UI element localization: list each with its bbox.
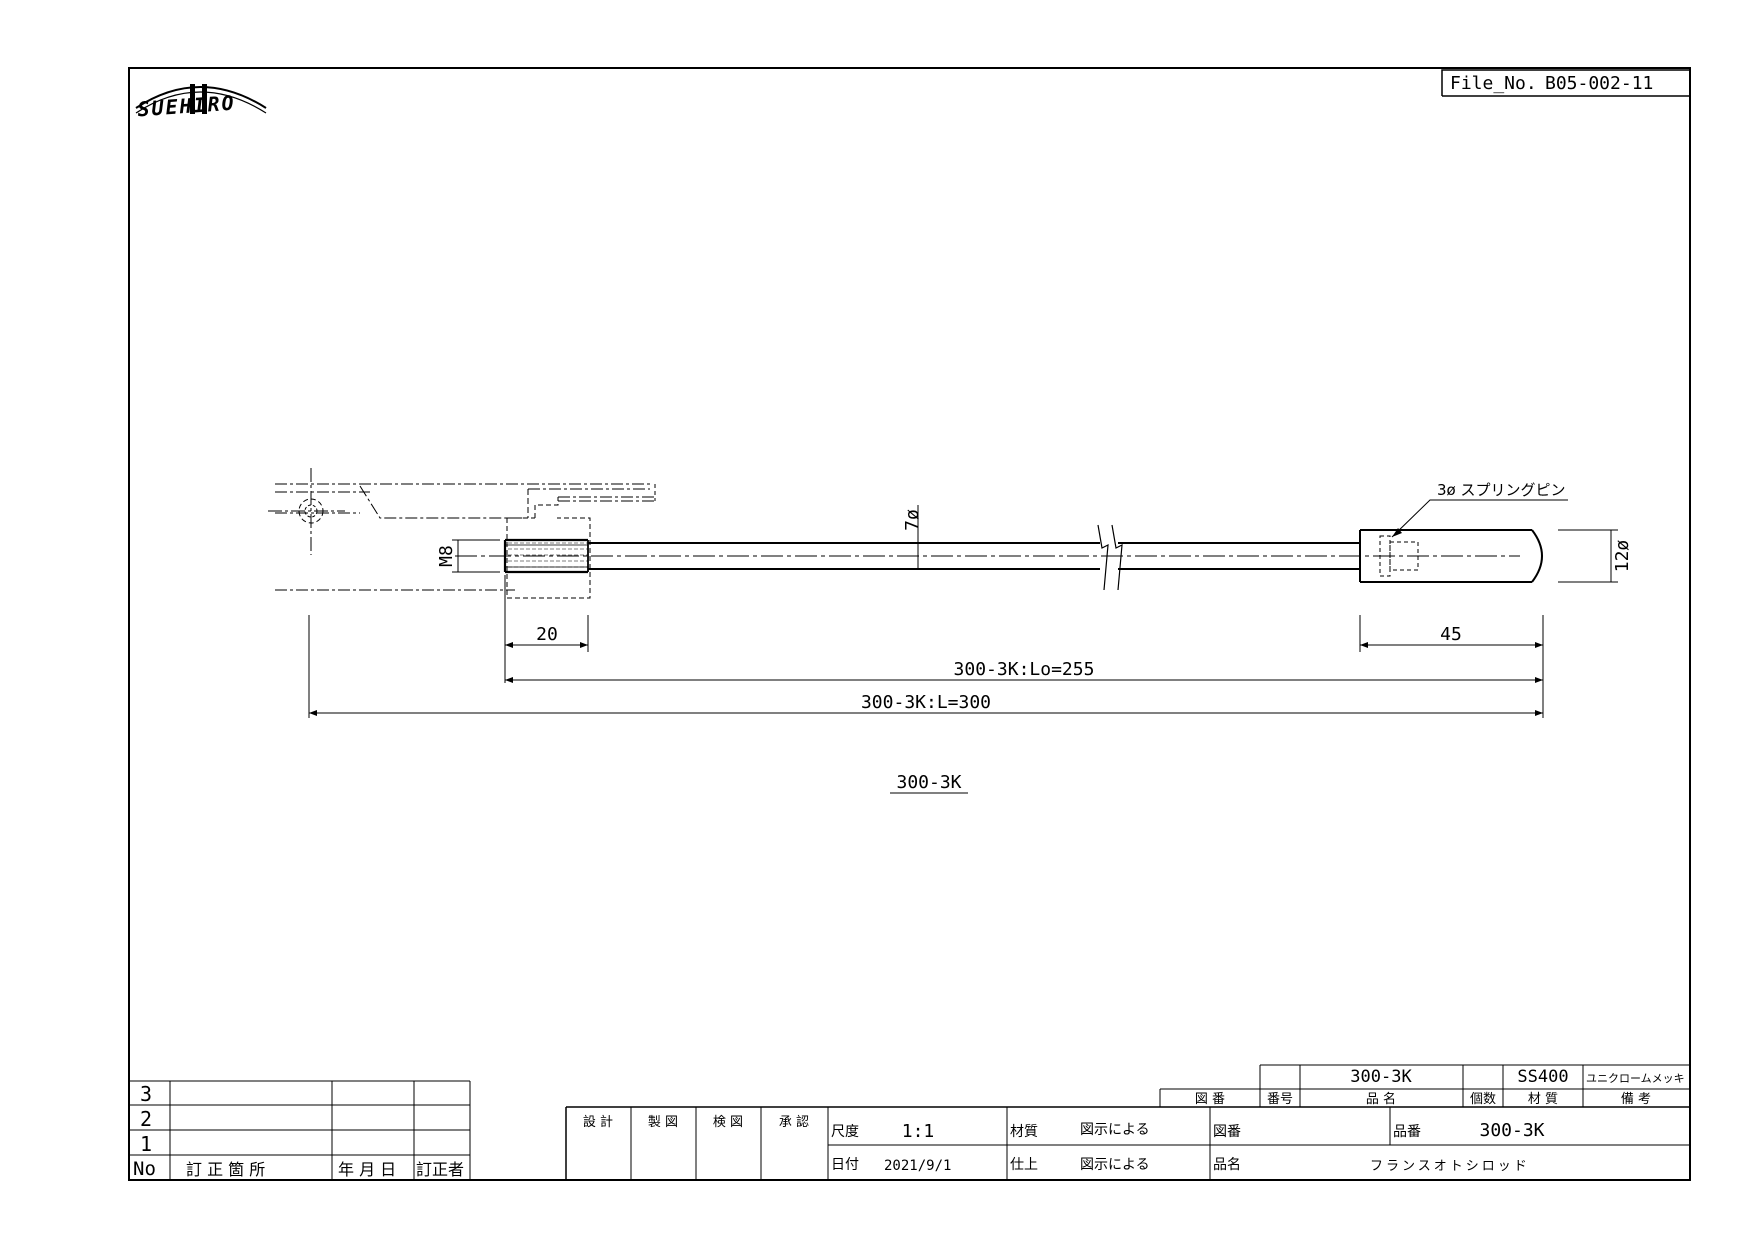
revision-header-place: 訂 正 箇 所 [186,1160,265,1179]
revision-row-2: 2 [140,1107,152,1131]
revision-header-date: 年 月 日 [338,1160,396,1179]
revision-header-reviser: 訂正者 [416,1160,464,1179]
rod-head [1359,529,1543,583]
dimension-lines [308,499,1618,794]
dim-total-length: 300-3K:L=300 [861,692,991,713]
parts-row-part-name: 300-3K [1350,1067,1412,1087]
file-number-box: File_No. B05-002-11 [1441,69,1690,97]
break-symbol [1097,524,1123,591]
item-no-value: 300-3K [1479,1120,1544,1141]
title-block [565,1106,1690,1180]
material-value: 図示による [1080,1122,1150,1138]
date-value: 2021/9/1 [884,1158,951,1174]
dim-spring-pin: 3ø スプリングピン [1437,481,1566,499]
dim-lo-length: 300-3K:Lo=255 [954,659,1095,680]
dimension-arrows [309,528,1543,716]
sign-approve: 承 認 [779,1114,809,1130]
dim-head-diameter: 12ø [1612,540,1633,573]
revision-row-1: 1 [140,1132,152,1156]
name-label: 品名 [1213,1157,1241,1173]
part-drawing [268,468,1618,794]
parts-list [1159,1064,1690,1107]
sheet-border [128,67,1691,1181]
parts-row-remarks: ユニクロームメッキ [1586,1072,1685,1085]
sign-draft: 製 図 [648,1115,678,1130]
revision-table [129,1080,471,1180]
file-no-value: B05-002-11 [1545,73,1653,94]
dim-thread-length: 20 [536,624,558,645]
drawing-caption: 300-3K [896,772,961,793]
finish-label: 仕上 [1010,1157,1038,1173]
parts-header-remarks: 備 考 [1621,1091,1651,1107]
material-label: 材質 [1010,1124,1038,1140]
name-value: フランスオトシロッド [1370,1159,1530,1174]
rod-body [588,542,1360,570]
date-label: 日付 [831,1157,859,1173]
mounting-bracket [268,468,656,599]
finish-value: 図示による [1080,1157,1150,1173]
parts-row-material: SS400 [1517,1067,1568,1087]
revision-row-3: 3 [140,1082,152,1106]
parts-header-drawing-no: 図 番 [1195,1092,1225,1107]
suehiro-logo: SUEHIRO [135,84,267,122]
dim-thread-size: M8 [436,545,457,567]
file-no-label: File_No. [1450,73,1537,94]
dim-head-length: 45 [1440,624,1462,645]
drawing-no-label: 図番 [1213,1124,1241,1140]
revision-header-no: No [133,1158,156,1180]
dim-rod-diameter: 7ø [902,509,923,531]
parts-header-part-name: 品 名 [1366,1091,1396,1107]
parts-header-material: 材 質 [1528,1092,1558,1107]
parts-header-qty: 個数 [1470,1092,1496,1107]
item-no-label: 品番 [1393,1124,1421,1140]
logo-text: SUEHIRO [137,91,237,122]
scale-value: 1:1 [902,1121,935,1142]
parts-header-number: 番号 [1267,1092,1293,1107]
sign-check: 検 図 [713,1115,743,1130]
scale-label: 尺度 [831,1124,859,1140]
sign-design: 設 計 [583,1114,613,1130]
